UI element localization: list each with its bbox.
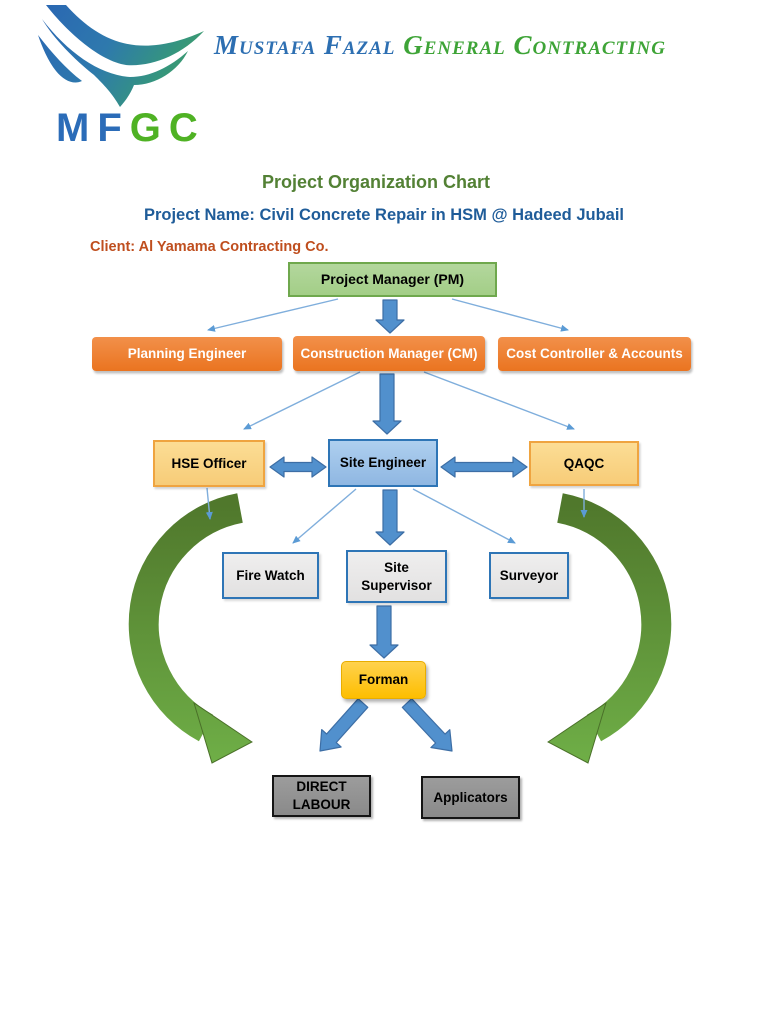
- arrow-se-to-surveyor: [412, 488, 516, 544]
- mfgc-acronym: MFGC: [56, 108, 206, 148]
- arrow-pm-to-cm: [375, 299, 405, 334]
- node-construction-manager: Construction Manager (CM): [293, 336, 485, 371]
- node-project-manager: Project Manager (PM): [288, 262, 497, 297]
- node-fire-watch: Fire Watch: [222, 552, 319, 599]
- arrow-cm-to-se: [372, 373, 402, 435]
- node-applicators: Applicators: [421, 776, 520, 819]
- mfgc-acronym-blue: MF: [56, 106, 130, 150]
- node-hse-officer: HSE Officer: [153, 440, 265, 487]
- node-cost-controller: Cost Controller & Accounts: [498, 337, 691, 371]
- arrow-pm-to-planning: [207, 298, 339, 332]
- node-forman: Forman: [341, 661, 426, 699]
- arrow-cm-to-hse: [243, 371, 361, 430]
- company-name-blue: Mustafa Fazal: [214, 30, 404, 60]
- green-curved-arrowhead-right: [547, 701, 607, 764]
- mfgc-acronym-green: GC: [129, 106, 206, 150]
- node-direct-labour: DIRECT LABOUR: [272, 775, 371, 817]
- green-curved-arrowhead-left: [193, 701, 253, 764]
- mfgc-logo-swoosh-icon: [38, 5, 204, 107]
- arrow-se-to-supervisor: [375, 489, 405, 546]
- node-qaqc: QAQC: [529, 441, 639, 486]
- double-arrow-hse-se: [269, 456, 327, 478]
- node-site-engineer: Site Engineer: [328, 439, 438, 487]
- node-planning-engineer: Planning Engineer: [92, 337, 282, 371]
- client-line: Client: Al Yamama Contracting Co.: [90, 239, 329, 255]
- node-surveyor: Surveyor: [489, 552, 569, 599]
- green-curved-arrow-right: [556, 493, 672, 742]
- company-name: Mustafa Fazal General Contracting: [214, 30, 762, 61]
- arrow-supervisor-to-forman: [369, 605, 399, 659]
- arrow-pm-to-cost: [451, 298, 569, 332]
- page-title: Project Organization Chart: [261, 172, 491, 192]
- arrow-hse-to-arc: [205, 487, 213, 520]
- arrow-forman-to-applicators: [401, 697, 453, 752]
- arrow-forman-to-direct-labour: [319, 698, 369, 752]
- green-curved-arrow-left: [128, 493, 244, 742]
- project-name-line: Project Name: Civil Concrete Repair in H…: [143, 206, 625, 224]
- arrow-cm-to-qaqc: [423, 371, 575, 430]
- double-arrow-se-qaqc: [440, 456, 528, 478]
- arrow-se-to-firewatch: [292, 488, 357, 544]
- node-site-supervisor: Site Supervisor: [346, 550, 447, 603]
- company-name-green: General Contracting: [403, 30, 666, 60]
